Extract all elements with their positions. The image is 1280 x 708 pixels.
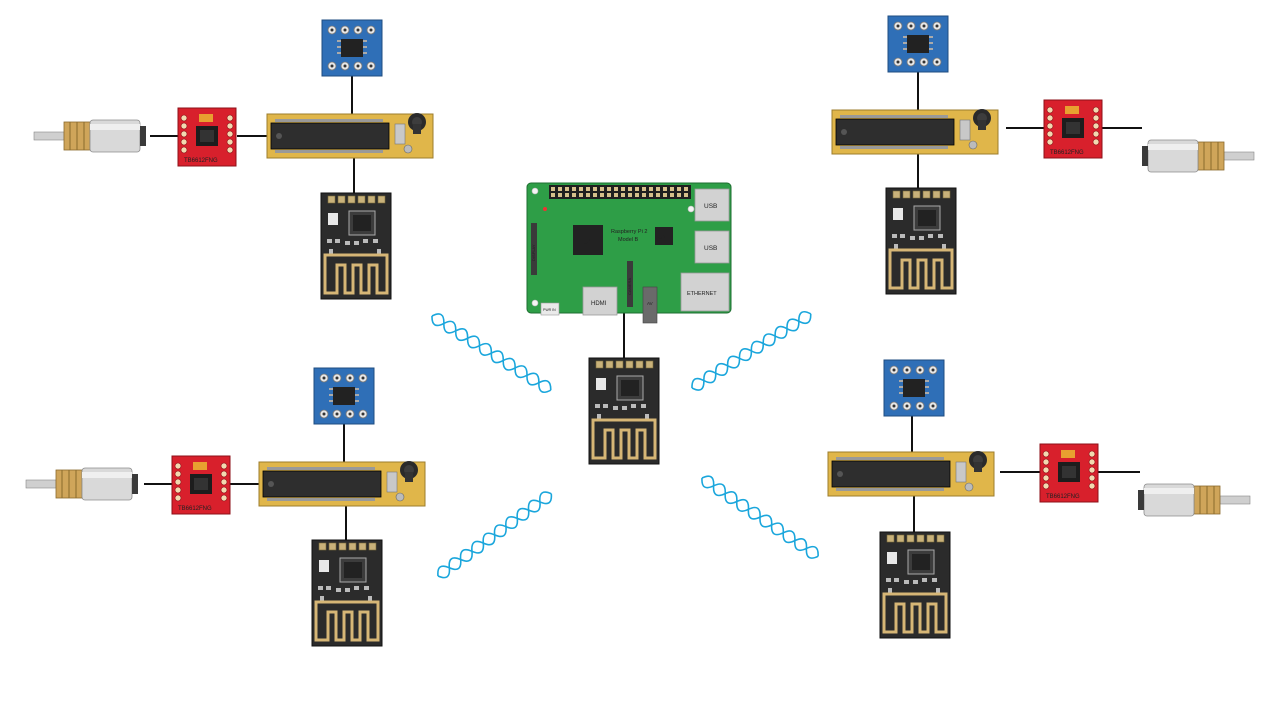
motor-driver: TB6612FNG bbox=[1043, 99, 1103, 159]
driver-label: TB6612FNG bbox=[1050, 150, 1084, 156]
rf-module bbox=[884, 186, 958, 296]
node-bottom-left: TB6612FNG bbox=[25, 367, 426, 648]
power-port bbox=[540, 302, 560, 316]
soc-u1 bbox=[573, 225, 603, 255]
gear-motor bbox=[25, 467, 139, 501]
eeprom-module bbox=[321, 19, 383, 77]
driver-label: TB6612FNG bbox=[178, 506, 212, 512]
chip-u2 bbox=[655, 227, 673, 245]
connection-lines bbox=[144, 72, 1142, 540]
motor-driver: TB6612FNG bbox=[177, 107, 237, 167]
usb-label-1: USB bbox=[704, 203, 717, 210]
gear-motor bbox=[33, 119, 147, 153]
hub-rf-module bbox=[587, 356, 661, 466]
node-top-left: TB6612FNG bbox=[33, 19, 434, 301]
u2-label: U2 bbox=[658, 235, 666, 241]
driver-label: TB6612FNG bbox=[184, 158, 218, 164]
usb-port-2 bbox=[694, 230, 730, 264]
pi-title: Raspberry Pi 2 bbox=[611, 229, 647, 235]
gear-motor bbox=[1141, 139, 1255, 173]
gpio-header bbox=[549, 185, 691, 199]
rf-module bbox=[319, 191, 393, 301]
hdmi-port bbox=[582, 286, 618, 316]
driver-label: TB6612FNG bbox=[1046, 494, 1080, 500]
eeprom-module bbox=[883, 359, 945, 417]
pi-pcb bbox=[526, 182, 732, 314]
pi-model: Model B bbox=[618, 237, 639, 243]
hdmi-label: HDMI bbox=[591, 301, 607, 307]
display-label: DISPLAY bbox=[531, 244, 536, 261]
rf-wave-bottom-left bbox=[433, 488, 556, 582]
microcontroller-board bbox=[827, 450, 995, 497]
microcontroller-board bbox=[258, 460, 426, 507]
microcontroller-board bbox=[266, 112, 434, 159]
usb-port-1 bbox=[694, 188, 730, 222]
rf-wave-top-left bbox=[428, 310, 555, 397]
camera-connector bbox=[627, 261, 633, 307]
av-jack bbox=[642, 286, 658, 324]
motor-driver: TB6612FNG bbox=[1039, 443, 1099, 503]
display-connector bbox=[531, 223, 537, 275]
rf-module bbox=[310, 538, 384, 648]
power-label: PWR IN bbox=[543, 308, 556, 312]
usb-label-2: USB bbox=[704, 245, 717, 252]
eeprom-module bbox=[313, 367, 375, 425]
rf-wave-top-right bbox=[688, 307, 815, 394]
gear-motor bbox=[1137, 483, 1251, 517]
node-top-right: TB6612FNG bbox=[831, 15, 1255, 296]
microcontroller-board bbox=[831, 108, 999, 155]
ethernet-port bbox=[680, 272, 730, 312]
node-bottom-right: TB6612FNG bbox=[827, 359, 1251, 640]
u1-label: U1 bbox=[583, 239, 592, 246]
rf-wave-bottom-right bbox=[697, 472, 823, 563]
av-label: AV bbox=[647, 301, 653, 306]
camera-label: CAMERA bbox=[627, 278, 632, 295]
motor-driver: TB6612FNG bbox=[171, 455, 231, 515]
rf-module bbox=[878, 530, 952, 640]
eeprom-module bbox=[887, 15, 949, 73]
raspberry-pi-board: DISPLAY U1 U2 Raspberry Pi 2 Model B USB… bbox=[526, 182, 732, 324]
ethernet-label: ETHERNET bbox=[687, 291, 717, 297]
